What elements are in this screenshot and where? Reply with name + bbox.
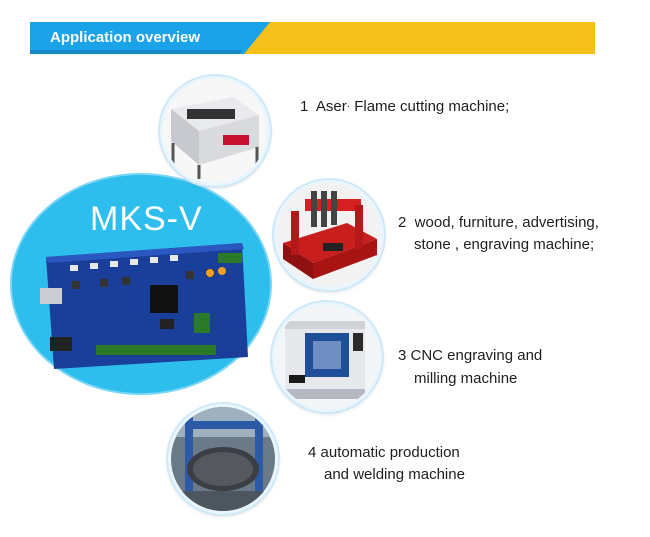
separator-dot-icon: · [346, 101, 351, 113]
application-2-label-line2: stone , engraving machine; [414, 234, 594, 256]
application-2-label: 2 wood, furniture, advertising, [398, 212, 599, 234]
controller-board-icon [40, 243, 248, 369]
application-1-label: 1 Aser· Flame cutting machine; [300, 96, 509, 118]
application-3-line1: 3 CNC engraving and [398, 347, 543, 364]
application-4-label-line2: and welding machine [324, 464, 465, 486]
application-2-line1: 2 wood, furniture, advertising, [398, 214, 599, 231]
hub-circle [10, 173, 272, 395]
application-3-label: 3 CNC engraving and [398, 345, 542, 367]
application-1-name: Flame cutting machine; [354, 98, 510, 115]
laser-cutter-icon [163, 79, 267, 183]
section-banner [30, 22, 595, 54]
hub-title: MKS-V [90, 200, 203, 238]
laser-cutter-thumbnail [160, 76, 270, 186]
welding-line-icon [171, 407, 275, 511]
cnc-router-thumbnail [274, 180, 384, 290]
application-4-line1: 4 automatic production [308, 444, 460, 461]
cnc-mill-icon [275, 305, 379, 409]
application-2-line2: stone , engraving machine; [414, 236, 595, 253]
banner-title: Application overview [50, 29, 201, 46]
application-4-label: 4 automatic production [308, 442, 460, 464]
application-1-prefix: 1 Aser [300, 98, 347, 115]
application-4-line2: and welding machine [324, 466, 465, 483]
cnc-router-icon [277, 183, 381, 287]
welding-line-thumbnail [168, 404, 278, 514]
application-3-line2: milling machine [414, 370, 518, 387]
cnc-mill-thumbnail [272, 302, 382, 412]
application-3-label-line2: milling machine [414, 368, 517, 390]
